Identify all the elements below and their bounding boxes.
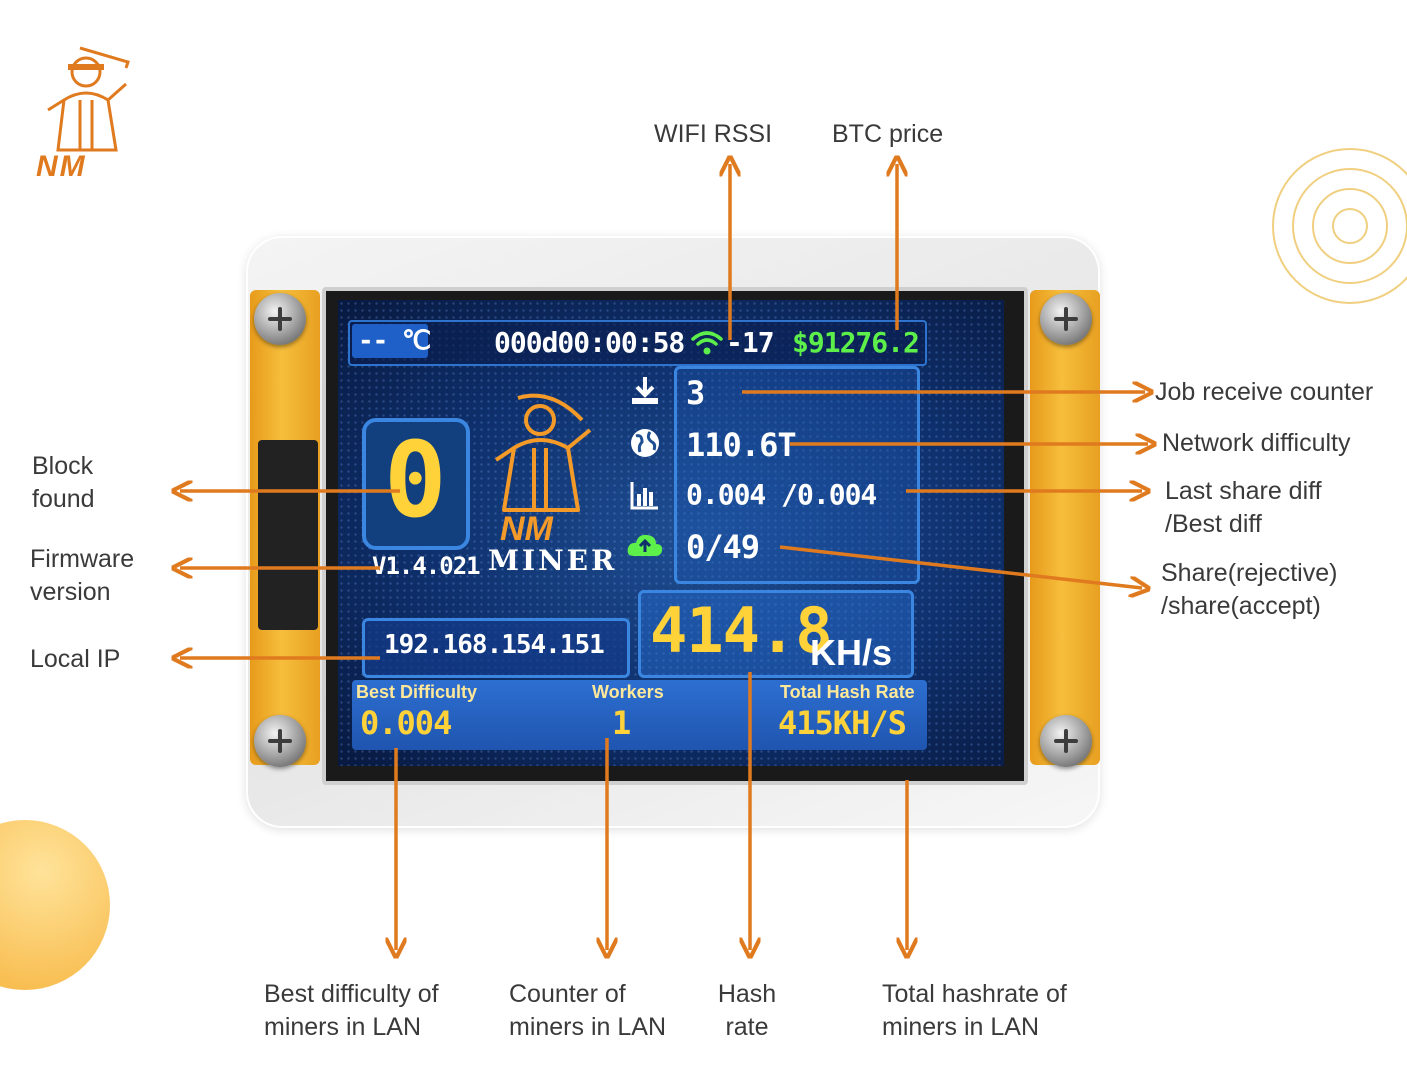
globe-icon xyxy=(631,429,659,457)
best-difficulty-label: Best Difficulty xyxy=(356,682,478,702)
screw-bottom-left xyxy=(254,715,306,767)
callout-last-share: Last share diff /Best diff xyxy=(1165,477,1322,538)
bottom-stats-bar xyxy=(352,680,927,750)
callout-network-difficulty: Network difficulty xyxy=(1162,429,1351,457)
best-difficulty-value: 0.004 xyxy=(360,704,452,742)
callout-total-hashrate: Total hashrate of miners in LAN xyxy=(882,980,1067,1041)
network-difficulty-readout: 110.6T xyxy=(686,426,797,464)
temperature-readout: -- ℃ xyxy=(358,326,431,356)
hashrate-panel xyxy=(638,590,914,678)
uptime-readout: 000d00:00:58 xyxy=(494,326,685,359)
callout-best-difficulty: Best difficulty of miners in LAN xyxy=(264,980,439,1041)
firmware-version: V1.4.021 xyxy=(372,552,481,580)
brand-miner-text: MINER xyxy=(488,544,618,577)
callout-hash-rate: Hash rate xyxy=(717,980,777,1041)
total-hash-rate-value: 415KH/S xyxy=(778,704,907,742)
sd-card-slot xyxy=(258,440,318,630)
cloud-upload-icon xyxy=(627,534,663,556)
workers-label: Workers xyxy=(592,682,664,702)
shares-readout: 0/49 xyxy=(686,528,760,566)
miner-mascot-icon xyxy=(47,46,130,152)
callout-job-counter: Job receive counter xyxy=(1155,378,1374,406)
callout-shares: Share(rejective) /share(accept) xyxy=(1161,559,1338,620)
callout-counter: Counter of miners in LAN xyxy=(509,980,666,1041)
hashrate-unit: KH/s xyxy=(810,632,893,673)
bar-chart-icon xyxy=(630,482,658,510)
lcd-screen: -- ℃ 000d00:00:58 -17 $91276.2 0 V1.4.02… xyxy=(338,300,1004,766)
callout-firmware: Firmware version xyxy=(30,545,135,606)
nm-logo: NM xyxy=(8,40,148,190)
status-bar xyxy=(348,320,927,366)
download-icon xyxy=(632,377,658,404)
callout-wifi-rssi: WIFI RSSI xyxy=(654,120,773,148)
block-found-box xyxy=(362,418,470,550)
logo-text: NM xyxy=(36,150,87,183)
local-ip-readout: 192.168.154.151 xyxy=(384,630,605,660)
miner-character-icon xyxy=(494,393,592,512)
total-hash-rate-label: Total Hash Rate xyxy=(780,682,915,702)
hashrate-value: 414.8 xyxy=(650,594,833,667)
arrow-shares xyxy=(779,545,1142,588)
job-counter-readout: 3 xyxy=(686,374,705,412)
workers-value: 1 xyxy=(612,704,631,742)
wifi-rssi-readout: -17 xyxy=(726,326,775,359)
brand-nm-text: NM xyxy=(500,510,553,548)
callout-btc-price: BTC price xyxy=(832,120,944,148)
local-ip-panel xyxy=(362,618,630,678)
screw-bottom-right xyxy=(1040,715,1092,767)
callout-block-found: Block found xyxy=(32,452,95,513)
wifi-icon xyxy=(691,331,723,355)
screw-top-left xyxy=(254,293,306,345)
share-diff-readout: 0.004 /0.004 xyxy=(686,478,877,511)
right-bracket xyxy=(1030,290,1100,765)
callout-local-ip: Local IP xyxy=(30,645,121,673)
screw-top-right xyxy=(1040,293,1092,345)
temperature-box xyxy=(352,324,428,358)
btc-price-readout: $91276.2 xyxy=(792,326,920,359)
block-found-digit: 0 xyxy=(384,419,447,541)
